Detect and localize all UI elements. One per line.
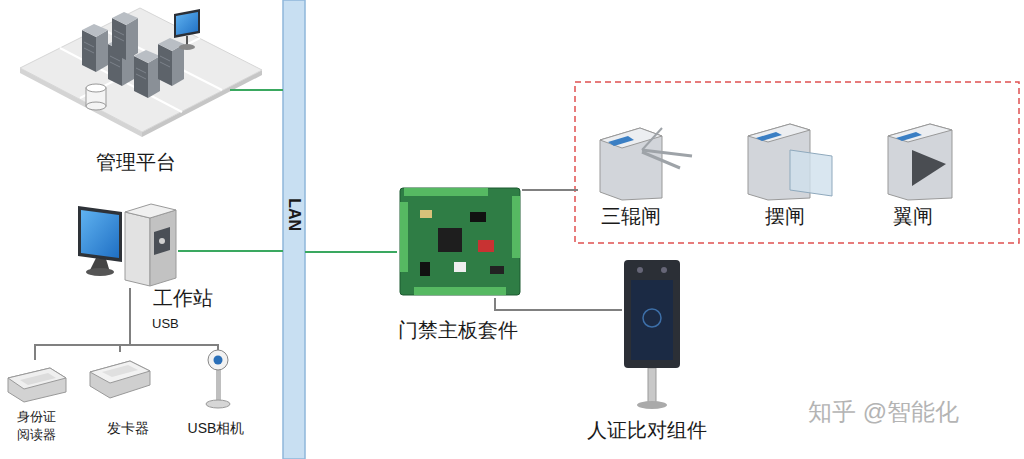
platform-node: 管理平台: [20, 5, 230, 177]
face-terminal-illustration: [624, 260, 680, 409]
node-label: 身份证 阅读器: [14, 408, 58, 443]
device-node: USB相机: [185, 350, 250, 440]
node-label: 摆闸: [765, 204, 805, 228]
swing-gate-illustration: [748, 124, 832, 200]
usb-camera-illustration: [206, 350, 230, 408]
node-label: 发卡器: [107, 420, 149, 437]
gate-group-frame: [575, 82, 1019, 243]
connector-line: [230, 89, 283, 91]
lan-bar: [283, 0, 305, 459]
connector-line: [178, 250, 283, 252]
board-node: 门禁主板套件: [397, 185, 522, 298]
bus-label: LAN: [284, 199, 303, 232]
terminal-node: 人证比对组件: [622, 258, 680, 410]
lan-bus: LAN: [283, 0, 305, 459]
gate-node: 翼闸: [875, 118, 960, 230]
platform-illustration: [20, 8, 262, 137]
node-label: USB相机: [188, 420, 245, 437]
connector-line: [120, 288, 130, 352]
connector-line: [522, 189, 578, 191]
node-label: 管理平台: [96, 150, 176, 174]
workstation-illustration: [78, 204, 176, 286]
connector-line: [35, 288, 130, 360]
node-label: 门禁主板套件: [398, 318, 518, 342]
watermark: 知乎 @智能化: [808, 398, 959, 427]
port-label: USB: [152, 316, 179, 332]
node-label: 翼闸: [893, 204, 933, 228]
tripod-gate-illustration: [600, 128, 692, 200]
card-issuer-illustration: [90, 361, 150, 398]
device-node: 发卡器: [85, 352, 155, 440]
device-node: 身份证 阅读器: [5, 360, 67, 448]
node-label: 工作站: [153, 286, 213, 310]
id-reader-illustration: [8, 368, 66, 402]
board-illustration: [400, 188, 520, 295]
gate-node: 摆闸: [740, 118, 830, 230]
gate-node: 三辊闸: [578, 118, 670, 230]
flap-gate-illustration: [888, 124, 952, 200]
connector-line: [495, 298, 622, 310]
node-label: 人证比对组件: [587, 418, 707, 442]
workstation-node: 工作站: [75, 203, 178, 288]
node-label: 三辊闸: [601, 204, 661, 228]
connector-line: [305, 251, 397, 253]
